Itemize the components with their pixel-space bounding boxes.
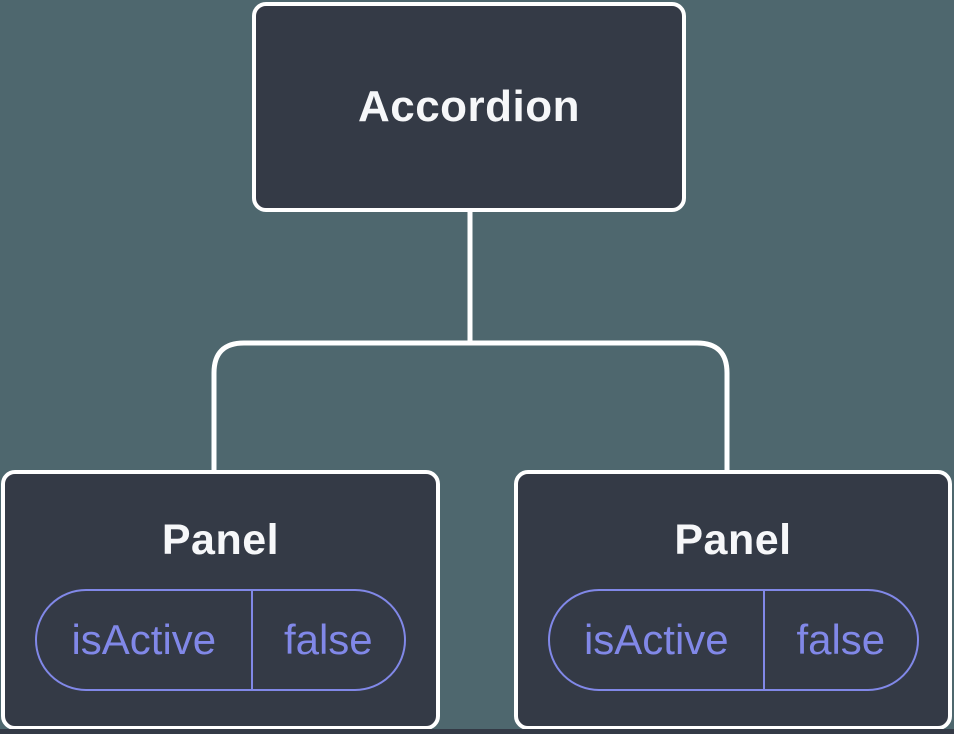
state-pill: isActive false (547, 589, 919, 691)
state-key: isActive (71, 616, 217, 663)
panel-node-right: Panel isActive false (514, 470, 952, 730)
state-value: false (763, 591, 916, 689)
state-pill: isActive false (35, 589, 406, 691)
panel-node-label: Panel (674, 516, 792, 564)
accordion-node: Accordion (252, 2, 686, 212)
state-key: isActive (583, 616, 729, 663)
accordion-node-label: Accordion (357, 82, 581, 131)
panel-node-left: Panel isActive false (1, 470, 440, 730)
state-value: false (250, 591, 404, 689)
panel-node-label: Panel (161, 516, 280, 564)
bottom-edge-element (0, 729, 954, 734)
bracket-to-panels-line (211, 340, 730, 472)
